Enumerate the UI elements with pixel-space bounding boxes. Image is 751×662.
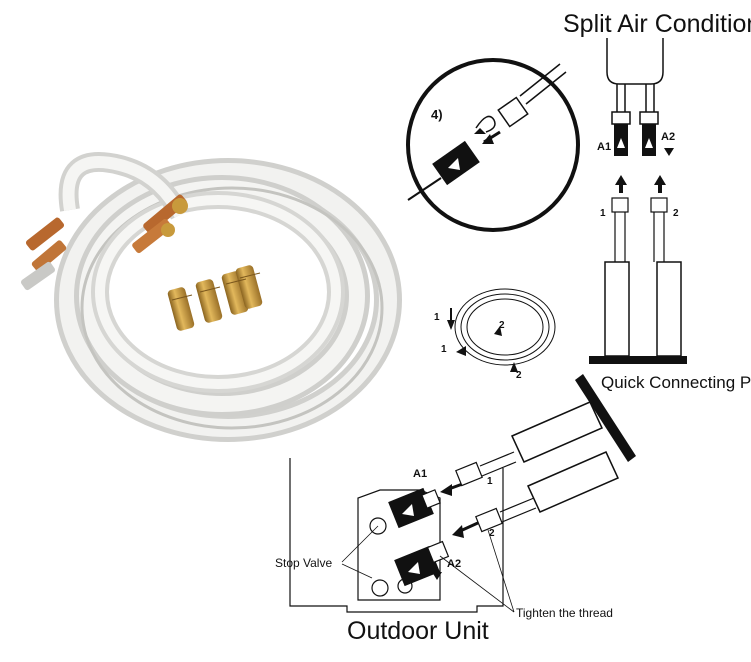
indoor-pipe-1: 1 (600, 208, 606, 219)
outdoor-quick-pipes: 1 2 (455, 374, 636, 539)
indoor-pipe-2: 2 (673, 208, 679, 219)
coil-pipe-1b: 1 (441, 344, 447, 355)
indoor-port-a1: A1 (597, 141, 611, 153)
stop-valve-label: Stop Valve (275, 556, 332, 570)
coiled-pipe-photo (20, 152, 402, 442)
indoor-unit-label: Split Air Conditioner (563, 10, 751, 38)
small-coil-diagram: 1 1 2 2 (434, 288, 556, 381)
step-4-detail: 4) (406, 58, 580, 232)
brass-connectors (167, 265, 263, 331)
coil-pipe-2b: 2 (516, 370, 522, 381)
quick-pipe-label: Quick Connecting Pipe (601, 373, 751, 392)
indoor-port-a2: A2 (661, 131, 675, 143)
outdoor-unit-label: Outdoor Unit (347, 617, 489, 645)
tighten-label: Tighten the thread (516, 606, 613, 620)
outdoor-port-a2: A2 (447, 558, 461, 570)
stop-valve-callout: Stop Valve (275, 525, 379, 579)
outdoor-port-a1: A1 (413, 468, 427, 480)
coil-pipe-2a: 2 (499, 320, 505, 331)
outdoor-pipe-1: 1 (487, 476, 493, 487)
coil-pipe-1a: 1 (434, 312, 440, 323)
indoor-unit-diagram: A1 A2 1 2 (589, 38, 687, 364)
copper-fitting-left (20, 217, 67, 291)
tighten-callout: Tighten the thread (439, 529, 613, 620)
step-number: 4) (431, 107, 443, 122)
connection-arrows (440, 480, 481, 538)
outdoor-pipe-2: 2 (489, 528, 495, 539)
copper-fitting-center (132, 194, 188, 254)
